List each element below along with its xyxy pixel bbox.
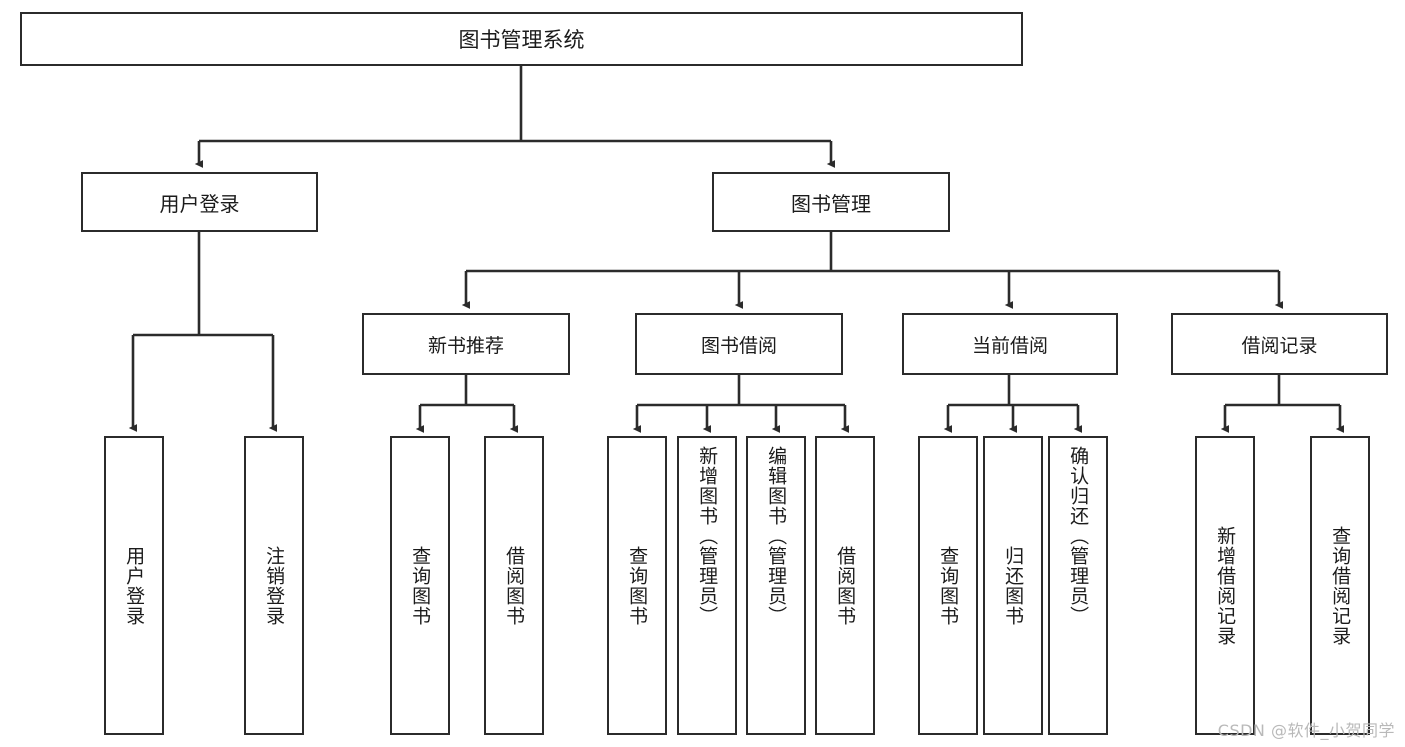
leaf-newbook-query-book-label: 查询图书 — [409, 545, 432, 626]
leaf-borrow-add-book[interactable]: 新增图书（管理员） — [677, 436, 737, 735]
node-book-manage[interactable]: 图书管理 — [712, 172, 950, 232]
node-root[interactable]: 图书管理系统 — [20, 12, 1023, 66]
leaf-record-add[interactable]: 新增借阅记录 — [1195, 436, 1255, 735]
leaf-newbook-query-book[interactable]: 查询图书 — [390, 436, 450, 735]
leaf-record-add-label: 新增借阅记录 — [1214, 525, 1237, 646]
node-new-book-recommend[interactable]: 新书推荐 — [362, 313, 570, 375]
leaf-borrow-borrow-book-label: 借阅图书 — [834, 545, 857, 626]
leaf-newbook-borrow-book[interactable]: 借阅图书 — [484, 436, 544, 735]
leaf-record-query-label: 查询借阅记录 — [1329, 525, 1352, 646]
node-root-label: 图书管理系统 — [458, 28, 585, 52]
leaf-borrow-add-book-label: 新增图书（管理员） — [696, 446, 719, 626]
node-borrow-record[interactable]: 借阅记录 — [1171, 313, 1388, 375]
leaf-current-confirm-return-label: 确认归还（管理员） — [1067, 446, 1090, 626]
leaf-user-login[interactable]: 用户登录 — [104, 436, 164, 735]
watermark: CSDN @软件_小贺同学 — [1217, 721, 1395, 740]
leaf-borrow-edit-book-label: 编辑图书（管理员） — [765, 446, 788, 626]
node-user-login-label: 用户登录 — [159, 191, 240, 216]
node-book-manage-label: 图书管理 — [791, 191, 871, 216]
leaf-borrow-edit-book[interactable]: 编辑图书（管理员） — [746, 436, 806, 735]
leaf-logout[interactable]: 注销登录 — [244, 436, 304, 735]
node-book-borrow[interactable]: 图书借阅 — [635, 313, 843, 375]
leaf-record-query[interactable]: 查询借阅记录 — [1310, 436, 1370, 735]
leaf-current-confirm-return[interactable]: 确认归还（管理员） — [1048, 436, 1108, 735]
node-borrow-record-label: 借阅记录 — [1241, 334, 1318, 357]
leaf-current-query-book[interactable]: 查询图书 — [918, 436, 978, 735]
leaf-borrow-query-book-label: 查询图书 — [626, 545, 649, 626]
node-current-borrow-label: 当前借阅 — [971, 334, 1048, 357]
leaf-borrow-query-book[interactable]: 查询图书 — [607, 436, 667, 735]
leaf-user-login-label: 用户登录 — [123, 545, 146, 626]
leaf-newbook-borrow-book-label: 借阅图书 — [503, 545, 526, 626]
node-book-borrow-label: 图书借阅 — [700, 334, 777, 357]
node-current-borrow[interactable]: 当前借阅 — [902, 313, 1118, 375]
leaf-current-query-book-label: 查询图书 — [937, 545, 960, 626]
leaf-current-return-book[interactable]: 归还图书 — [983, 436, 1043, 735]
leaf-logout-label: 注销登录 — [263, 545, 286, 626]
node-new-book-recommend-label: 新书推荐 — [427, 334, 504, 357]
node-user-login[interactable]: 用户登录 — [81, 172, 318, 232]
leaf-current-return-book-label: 归还图书 — [1002, 545, 1025, 626]
leaf-borrow-borrow-book[interactable]: 借阅图书 — [815, 436, 875, 735]
